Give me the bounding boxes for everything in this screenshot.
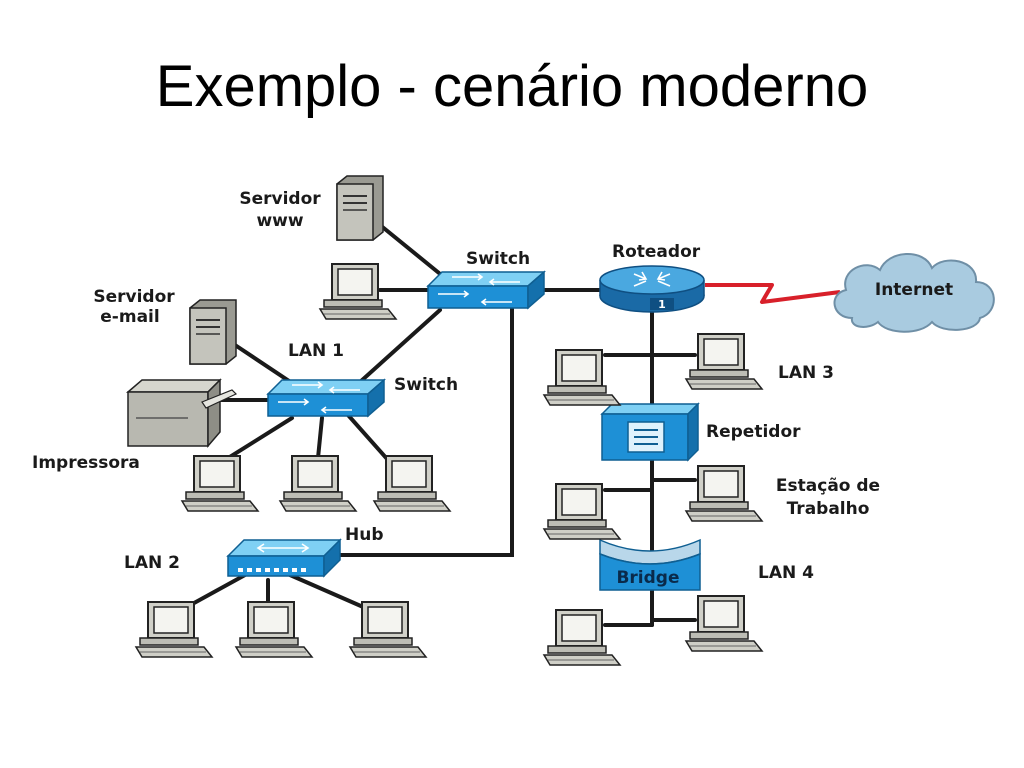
slide-title: Exemplo - cenário moderno [155,54,869,119]
repeater-icon [600,402,700,462]
hub-label: Hub [345,525,384,545]
estacao-label-2: Trabalho [787,499,870,519]
pc-lan4-right-icon [685,595,763,652]
router-icon: 1 [599,265,705,313]
roteador-label: Roteador [612,242,701,262]
hub-icon [226,538,342,578]
link-hub-pc3 [288,573,372,612]
bridge-device-label: Bridge [616,568,679,588]
lan1-label: LAN 1 [288,341,344,361]
server-www-icon [336,175,384,241]
link-switch-hub [328,303,514,557]
servidor-email-label-1: Servidor [93,287,175,307]
servidor-www-label-1: Servidor [239,189,321,209]
switch-lan1-label: Switch [394,375,458,395]
lan2-label: LAN 2 [124,553,180,573]
link-email-switch [233,343,297,387]
pc-ws-left-icon [543,483,621,540]
link-switch-pc3 [346,413,390,462]
switch-top-icon [427,271,545,309]
estacao-label-1: Estação de [776,476,880,496]
lan3-label: LAN 3 [778,363,834,383]
servidor-email-label-2: e-mail [100,307,159,327]
impressora-label: Impressora [32,453,140,473]
printer-icon [125,378,238,449]
link-switch-pc2 [316,416,324,460]
repetidor-label: Repetidor [706,422,801,442]
router-port-label: 1 [658,298,666,311]
link-switch-pc1 [223,416,294,462]
pc-lan3-left-icon [543,349,621,406]
wan-link [705,283,841,304]
pc-lan1-1-icon [181,455,259,512]
server-email-icon [189,299,237,365]
pc-lan2-3-icon [349,601,427,658]
switch-top-label: Switch [466,249,530,269]
lan4-label: LAN 4 [758,563,814,583]
internet-label: Internet [875,280,953,300]
pc-lan3-right-icon [685,333,763,390]
pc-lan1-3-icon [373,455,451,512]
pc-lan1-2-icon [279,455,357,512]
link-switch-lan1 [358,308,442,384]
bridge-icon: Bridge [599,538,701,591]
pc-ws-right-icon [685,465,763,522]
pc-lan2-1-icon [135,601,213,658]
switch-lan1-icon [267,379,385,417]
pc-lan2-2-icon [235,601,313,658]
link-www-switch [378,223,452,284]
pc-lan4-left-icon [543,609,621,666]
servidor-www-label-2: www [256,211,303,231]
internet-cloud-icon: Internet [833,253,995,333]
